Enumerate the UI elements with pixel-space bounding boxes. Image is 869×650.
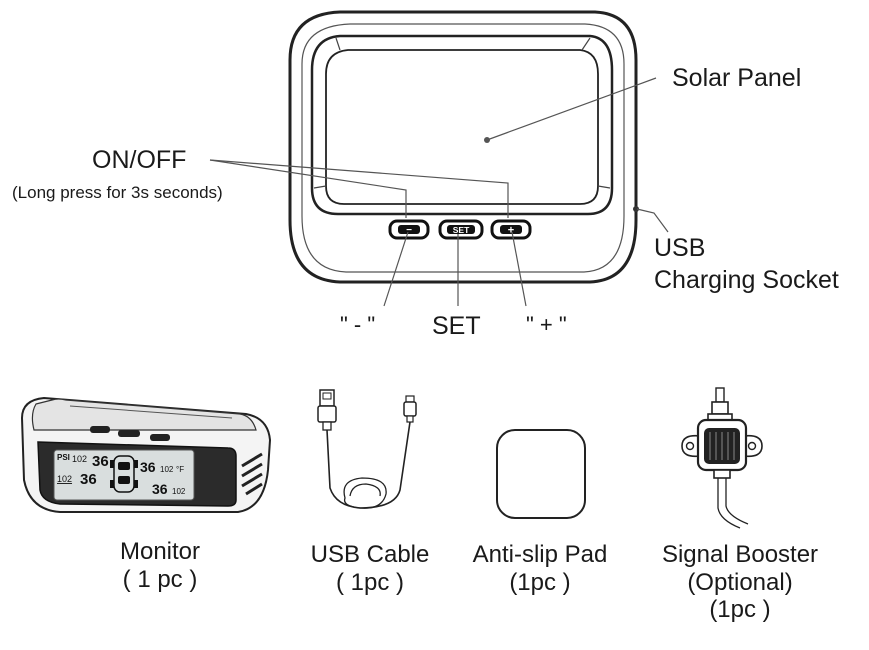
caption-qty: (Optional) [687,568,793,596]
solar-panel [325,49,599,205]
lcd-temp-bottom-left: 102 [57,474,72,484]
anti-slip-pad-illustration [496,429,586,519]
usb-cable-illustration [317,389,417,509]
monitor-lcd [53,449,195,501]
micro-usb-housing [403,401,417,417]
device-outer-body [288,10,638,284]
on-off-label: ON/OFF [92,146,187,174]
set-button-text: SET [453,225,470,235]
usb-socket-leader [636,208,669,233]
charging-socket-label: Charging Socket [654,266,839,294]
plus-leader [511,231,527,307]
plus-button-shape: + [490,219,532,240]
on-off-leader-plus [209,159,509,218]
usb-a-housing [317,405,337,423]
usb-cable-coil [343,477,387,509]
lcd-temp-bottom-right: 102 [172,487,186,496]
monitor-button-left [90,426,110,433]
solar-panel-label: Solar Panel [672,64,802,92]
caption-name: Anti-slip Pad [472,541,608,568]
on-off-note: (Long press for 3s seconds) [12,183,223,202]
usb-socket-dot [633,206,639,212]
booster-cable [717,478,749,529]
lcd-unit-psi: PSI [57,453,70,462]
main-device: − SET + [209,10,669,307]
caption-name: Monitor [119,538,201,565]
usb-a-plug [319,389,335,407]
plus-label: " + " [526,312,567,337]
solar-panel-dot [484,137,490,143]
monitor-button-middle [118,430,140,437]
lcd-pressure-bottom-left: 36 [80,471,97,488]
car-icon [110,455,138,493]
monitor-button-right [150,434,170,441]
caption-extra: (1pc ) [709,596,771,624]
caption-usb-cable: USB Cable ( 1pc ) [285,541,455,596]
caption-qty: ( 1pc ) [335,568,404,596]
lcd-pressure-bottom-right: 36 [152,481,168,497]
solar-panel-top-bevel [313,37,611,189]
minus-leader [383,231,409,307]
caption-signal-booster: Signal Booster (Optional) (1pc ) [636,541,844,624]
on-off-leader-minus [209,159,407,218]
lcd-unit-f: °F [176,465,184,474]
monitor-illustration: PSI 102 36 102 36 36 102 °F 36 102 [20,396,272,513]
usb-label: USB [654,234,706,262]
lcd-temp-top-right: 102 [160,465,174,474]
micro-usb-plug [405,395,415,403]
monitor-top-slot [69,405,233,419]
caption-qty: ( 1 pc ) [122,565,198,593]
caption-qty: (1pc ) [509,568,571,596]
monitor-side-vents [241,452,263,496]
caption-name: Signal Booster [661,541,819,568]
monitor-top-face [31,398,257,431]
set-button-shape: SET [438,219,484,240]
caption-name: USB Cable [310,541,430,568]
signal-booster-illustration [681,387,763,529]
device-inner-rim [301,23,625,273]
set-label: SET [432,312,481,340]
lcd-pressure-top-right: 36 [140,459,156,475]
minus-button-text: − [406,225,412,236]
minus-label: " - " [340,312,376,337]
solar-panel-frame [310,34,614,216]
lcd-temp-top-left: 102 [72,454,87,464]
caption-monitor: Monitor ( 1 pc ) [70,538,250,593]
plus-button-text: + [508,225,514,237]
lcd-pressure-top-left: 36 [92,453,109,470]
usb-cable-wire [326,421,411,509]
solar-panel-leader [486,77,657,141]
minus-button-shape: − [388,219,430,240]
caption-anti-slip-pad: Anti-slip Pad (1pc ) [455,541,625,596]
